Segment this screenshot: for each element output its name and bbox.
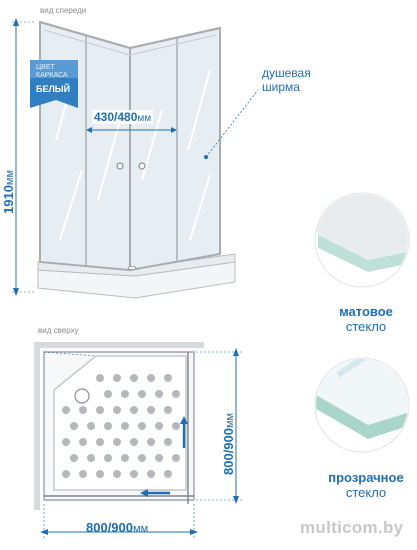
tray-dot <box>104 454 112 462</box>
tray-dot <box>155 390 163 398</box>
door-width-value: 430/480 <box>94 110 138 124</box>
shower-screen-line2: ширма <box>262 80 300 94</box>
clear-glass-sample <box>314 357 410 453</box>
base-depth-unit: мм <box>224 412 236 428</box>
tray-dot <box>79 438 87 446</box>
tray-dot <box>164 374 172 382</box>
tray-dot <box>164 438 172 446</box>
front-view-label: вид спереди <box>40 6 87 15</box>
tray-dot <box>113 406 121 414</box>
tray-dot <box>121 454 129 462</box>
tray-dot <box>87 422 95 430</box>
tray-dot <box>79 406 87 414</box>
door-width-dimension: 430/480мм <box>92 110 154 124</box>
matte-glass-line2: стекло <box>345 319 387 334</box>
tray-dot <box>113 374 121 382</box>
frame-color-line1: ЦВЕТ <box>36 64 55 71</box>
frame-color-value: БЕЛЫЙ <box>36 84 71 94</box>
tray-dot <box>155 454 163 462</box>
tray-dot <box>164 406 172 414</box>
watermark: multicom.by <box>300 518 404 537</box>
tray-dot <box>164 470 172 478</box>
tray-dot <box>138 390 146 398</box>
door-width-unit: мм <box>137 113 152 124</box>
matte-glass-sample <box>314 192 410 288</box>
tray-dot <box>96 406 104 414</box>
frame-color-line2: КАРКАСА <box>36 72 68 79</box>
tray-dot <box>87 454 95 462</box>
clear-glass-line1: прозрачное <box>328 470 404 485</box>
base-width-value: 800/900 <box>86 520 133 535</box>
height-unit: мм <box>4 169 16 186</box>
tray-dot <box>62 406 70 414</box>
tray-dot <box>138 454 146 462</box>
tray-dot <box>62 470 70 478</box>
base-width-dimension: 800/900мм <box>86 520 148 535</box>
tray-dot <box>172 390 180 398</box>
tray-dot <box>79 470 87 478</box>
matte-glass-line1: матовое <box>339 304 393 319</box>
tray-dot <box>104 390 112 398</box>
tray-dot <box>130 438 138 446</box>
tray-dot <box>130 470 138 478</box>
tray-dot <box>147 438 155 446</box>
base-depth-dimension: 800/900мм <box>221 413 236 475</box>
top-view-label: вид сверху <box>38 326 79 335</box>
tray-dot <box>147 374 155 382</box>
front-view-drawing <box>12 18 259 299</box>
tray-dot <box>70 454 78 462</box>
clear-glass-line2: стекло <box>345 485 387 500</box>
frame-color-badge: ЦВЕТ КАРКАСА БЕЛЫЙ <box>36 64 80 94</box>
tray-dot <box>113 470 121 478</box>
base-depth-value: 800/900 <box>221 428 236 475</box>
tray-dot <box>96 438 104 446</box>
height-value: 1910 <box>1 185 16 214</box>
tray-dot <box>70 422 78 430</box>
tray-dot <box>147 470 155 478</box>
clear-glass-caption: прозрачное стекло <box>316 470 416 500</box>
tray-dot <box>130 406 138 414</box>
tray-dot <box>155 422 163 430</box>
matte-glass-caption: матовое стекло <box>318 304 414 334</box>
tray-dot <box>104 422 112 430</box>
tray-dot <box>138 422 146 430</box>
height-dimension: 1910мм <box>1 170 16 214</box>
tray-dot <box>147 406 155 414</box>
tray-dot <box>121 390 129 398</box>
tray-dot <box>96 374 104 382</box>
tray-dot <box>121 422 129 430</box>
tray-dot <box>130 374 138 382</box>
tray-dot <box>62 438 70 446</box>
tray-dot <box>172 422 180 430</box>
base-width-unit: мм <box>133 523 149 535</box>
top-view-drawing <box>34 342 242 538</box>
tray-dot <box>172 454 180 462</box>
shower-screen-label: душевая ширма <box>262 66 311 94</box>
tray-dot <box>113 438 121 446</box>
shower-screen-line1: душевая <box>262 66 311 80</box>
tray-dot <box>96 470 104 478</box>
